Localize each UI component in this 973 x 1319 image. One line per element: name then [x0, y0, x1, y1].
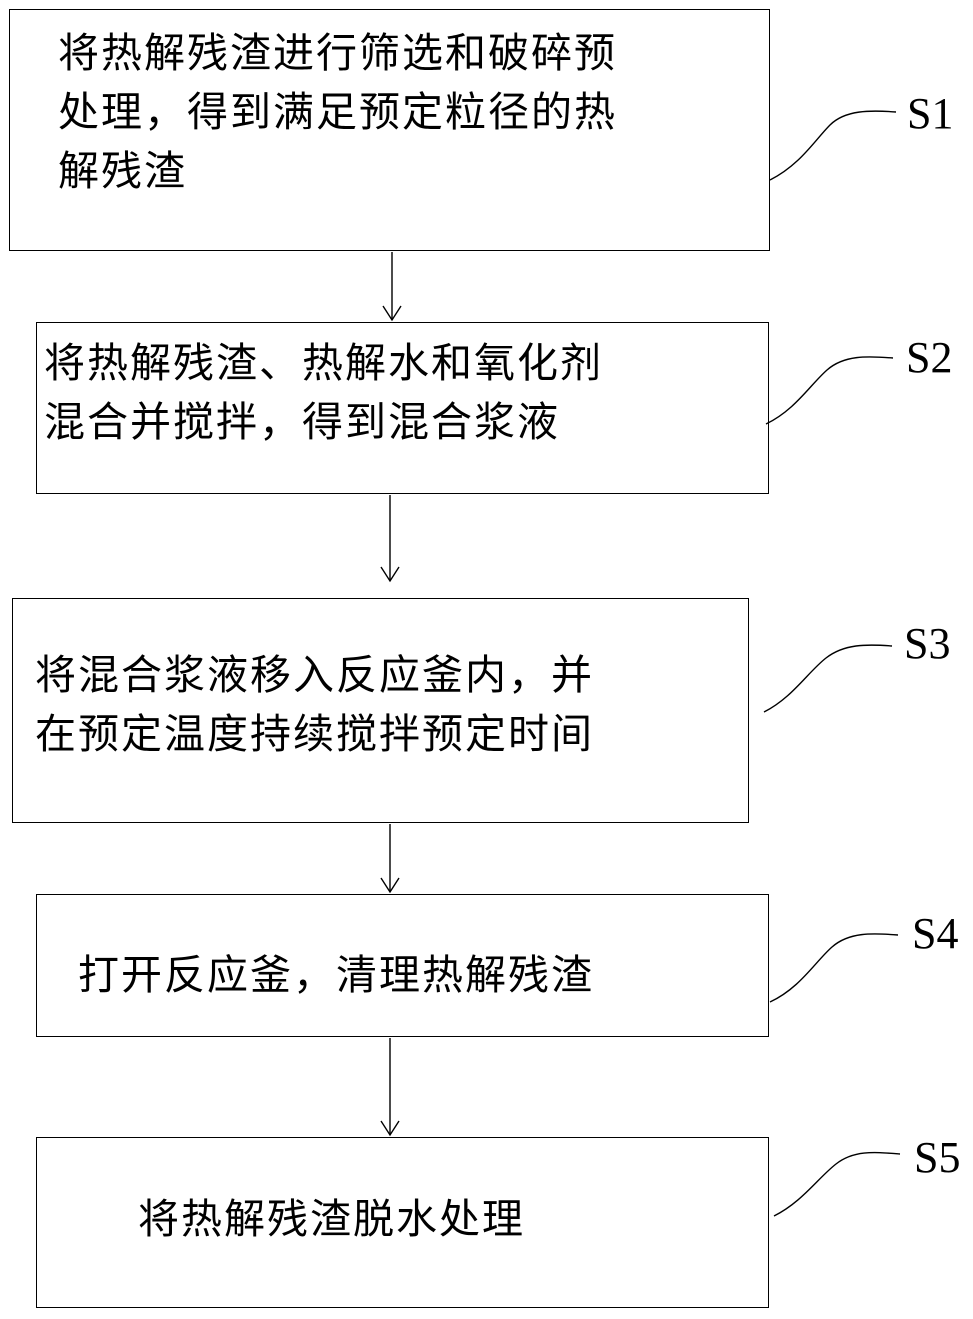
leader-line-s2 [765, 356, 894, 425]
leader-line-s1 [769, 110, 897, 181]
step-label-s3: S3 [904, 619, 951, 668]
step-box-s5 [36, 1137, 769, 1308]
step-label-s2: S2 [906, 333, 953, 382]
step-label-s5: S5 [914, 1133, 961, 1182]
step-box-s3 [12, 598, 749, 823]
arrow-s3-s4 [380, 824, 400, 894]
step-text-s3: 将混合浆液移入反应釜内，并 在预定温度持续搅拌预定时间 [35, 651, 594, 758]
arrow-s4-s5 [380, 1038, 400, 1137]
step-text-s4: 打开反应釜，清理热解残渣 [78, 951, 594, 999]
step-box-s1 [9, 9, 770, 251]
arrow-s2-s3 [380, 495, 400, 583]
step-label-s4: S4 [912, 909, 959, 958]
step-box-s4 [36, 894, 769, 1037]
leader-line-s5 [773, 1151, 901, 1217]
step-text-s1: 将热解残渣进行筛选和破碎预 处理，得到满足预定粒径的热 解残渣 [58, 29, 617, 195]
arrow-s1-s2 [382, 252, 402, 322]
leader-line-s4 [769, 933, 899, 1003]
leader-line-s3 [763, 644, 893, 713]
step-text-s2: 将热解残渣、热解水和氧化剂 混合并搅拌，得到混合浆液 [44, 339, 603, 446]
step-label-s1: S1 [907, 89, 954, 138]
step-text-s5: 将热解残渣脱水处理 [138, 1195, 525, 1243]
step-box-s2 [36, 322, 769, 494]
